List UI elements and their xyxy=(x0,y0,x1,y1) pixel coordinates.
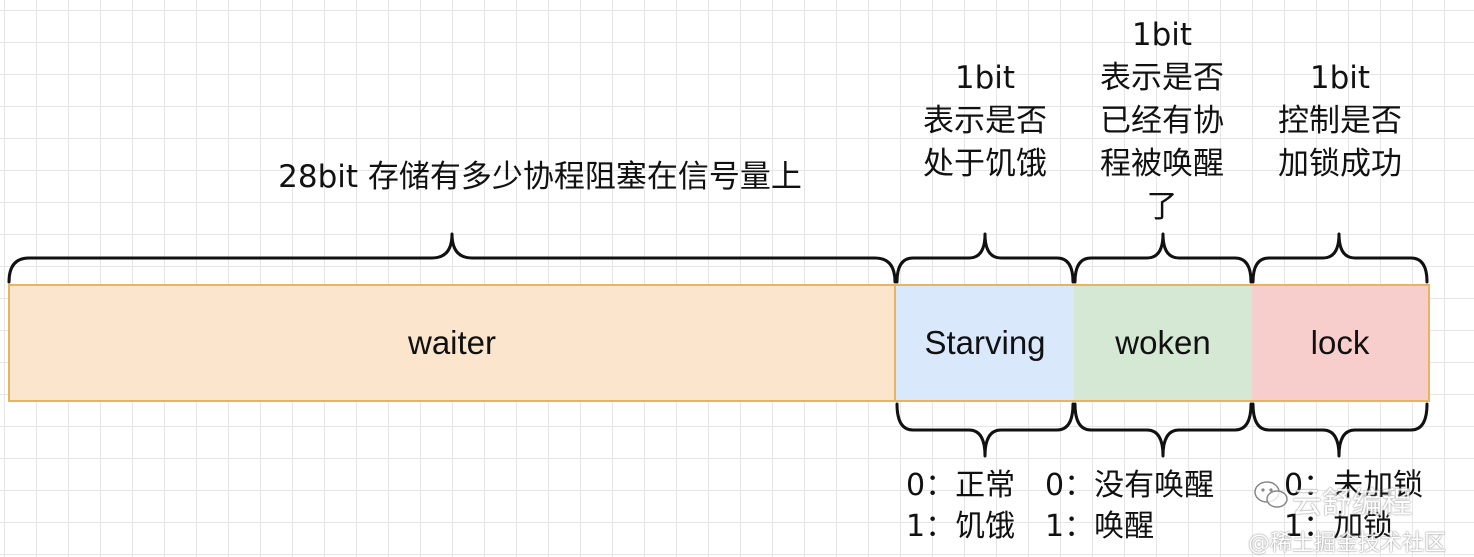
brace-starving-top xyxy=(895,232,1075,284)
brace-waiter-top xyxy=(7,232,897,284)
brace-woken-bottom xyxy=(1073,402,1253,458)
brace-woken-top xyxy=(1073,232,1253,284)
starving-field: Starving xyxy=(896,284,1074,402)
brace-starving-bottom xyxy=(895,402,1075,458)
wechat-icon xyxy=(1254,481,1288,508)
woken-label: woken xyxy=(1115,324,1211,361)
woken-values: 0：没有唤醒 1：唤醒 xyxy=(1045,468,1215,544)
brace-lock-bottom xyxy=(1251,402,1429,458)
waiter-field: waiter xyxy=(8,284,896,402)
woken-field: woken xyxy=(1074,284,1252,402)
lock-description: 1bit 控制是否 加锁成功 xyxy=(1278,60,1402,182)
watermark-text: 云舒编程 xyxy=(1292,486,1412,521)
brace-lock-top xyxy=(1251,232,1429,284)
starving-label: Starving xyxy=(924,324,1046,361)
watermark-source: @稀土掘金技术社区 xyxy=(1248,531,1447,556)
lock-label: lock xyxy=(1310,324,1370,361)
lock-field: lock xyxy=(1252,284,1430,402)
woken-description: 1bit 表示是否 已经有协 程被唤醒 了 xyxy=(1100,17,1224,225)
starving-description: 1bit 表示是否 处于饥饿 xyxy=(923,60,1047,182)
starving-values: 0：正常 1：饥饿 xyxy=(906,468,1016,544)
waiter-label: waiter xyxy=(407,324,497,361)
waiter-description: 28bit 存储有多少协程阻塞在信号量上 xyxy=(278,159,802,195)
lock-values: 0：未加锁 1：加锁 xyxy=(1284,468,1424,544)
